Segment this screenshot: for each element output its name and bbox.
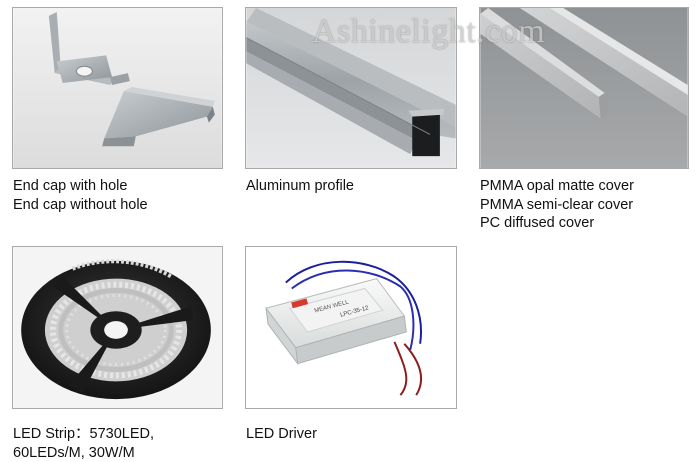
- caption-line: LED Strip：5730LED,: [13, 425, 154, 444]
- caption-line: End cap with hole: [13, 177, 148, 196]
- led-strip-photo: [12, 246, 223, 409]
- caption-line: PMMA opal matte cover: [480, 177, 634, 196]
- end-cap-caption: End cap with hole End cap without hole: [13, 177, 148, 214]
- pmma-cover-photo: [479, 7, 689, 169]
- caption-line: PMMA semi-clear cover: [480, 196, 634, 215]
- caption-line: LED Driver: [246, 425, 317, 444]
- led-driver-caption: LED Driver: [246, 425, 317, 444]
- aluminum-profile-caption: Aluminum profile: [246, 177, 354, 196]
- led-driver-photo: MEAN WELL LPC-35-12: [245, 246, 457, 409]
- caption-line: End cap without hole: [13, 196, 148, 215]
- caption-line: Aluminum profile: [246, 177, 354, 196]
- caption-line: 60LEDs/M, 30W/M: [13, 444, 154, 462]
- end-cap-photo: [12, 7, 223, 169]
- aluminum-profile-photo: [245, 7, 457, 169]
- caption-line: PC diffused cover: [480, 214, 634, 233]
- led-strip-caption: LED Strip：5730LED, 60LEDs/M, 30W/M: [13, 425, 154, 462]
- pmma-cover-caption: PMMA opal matte cover PMMA semi-clear co…: [480, 177, 634, 233]
